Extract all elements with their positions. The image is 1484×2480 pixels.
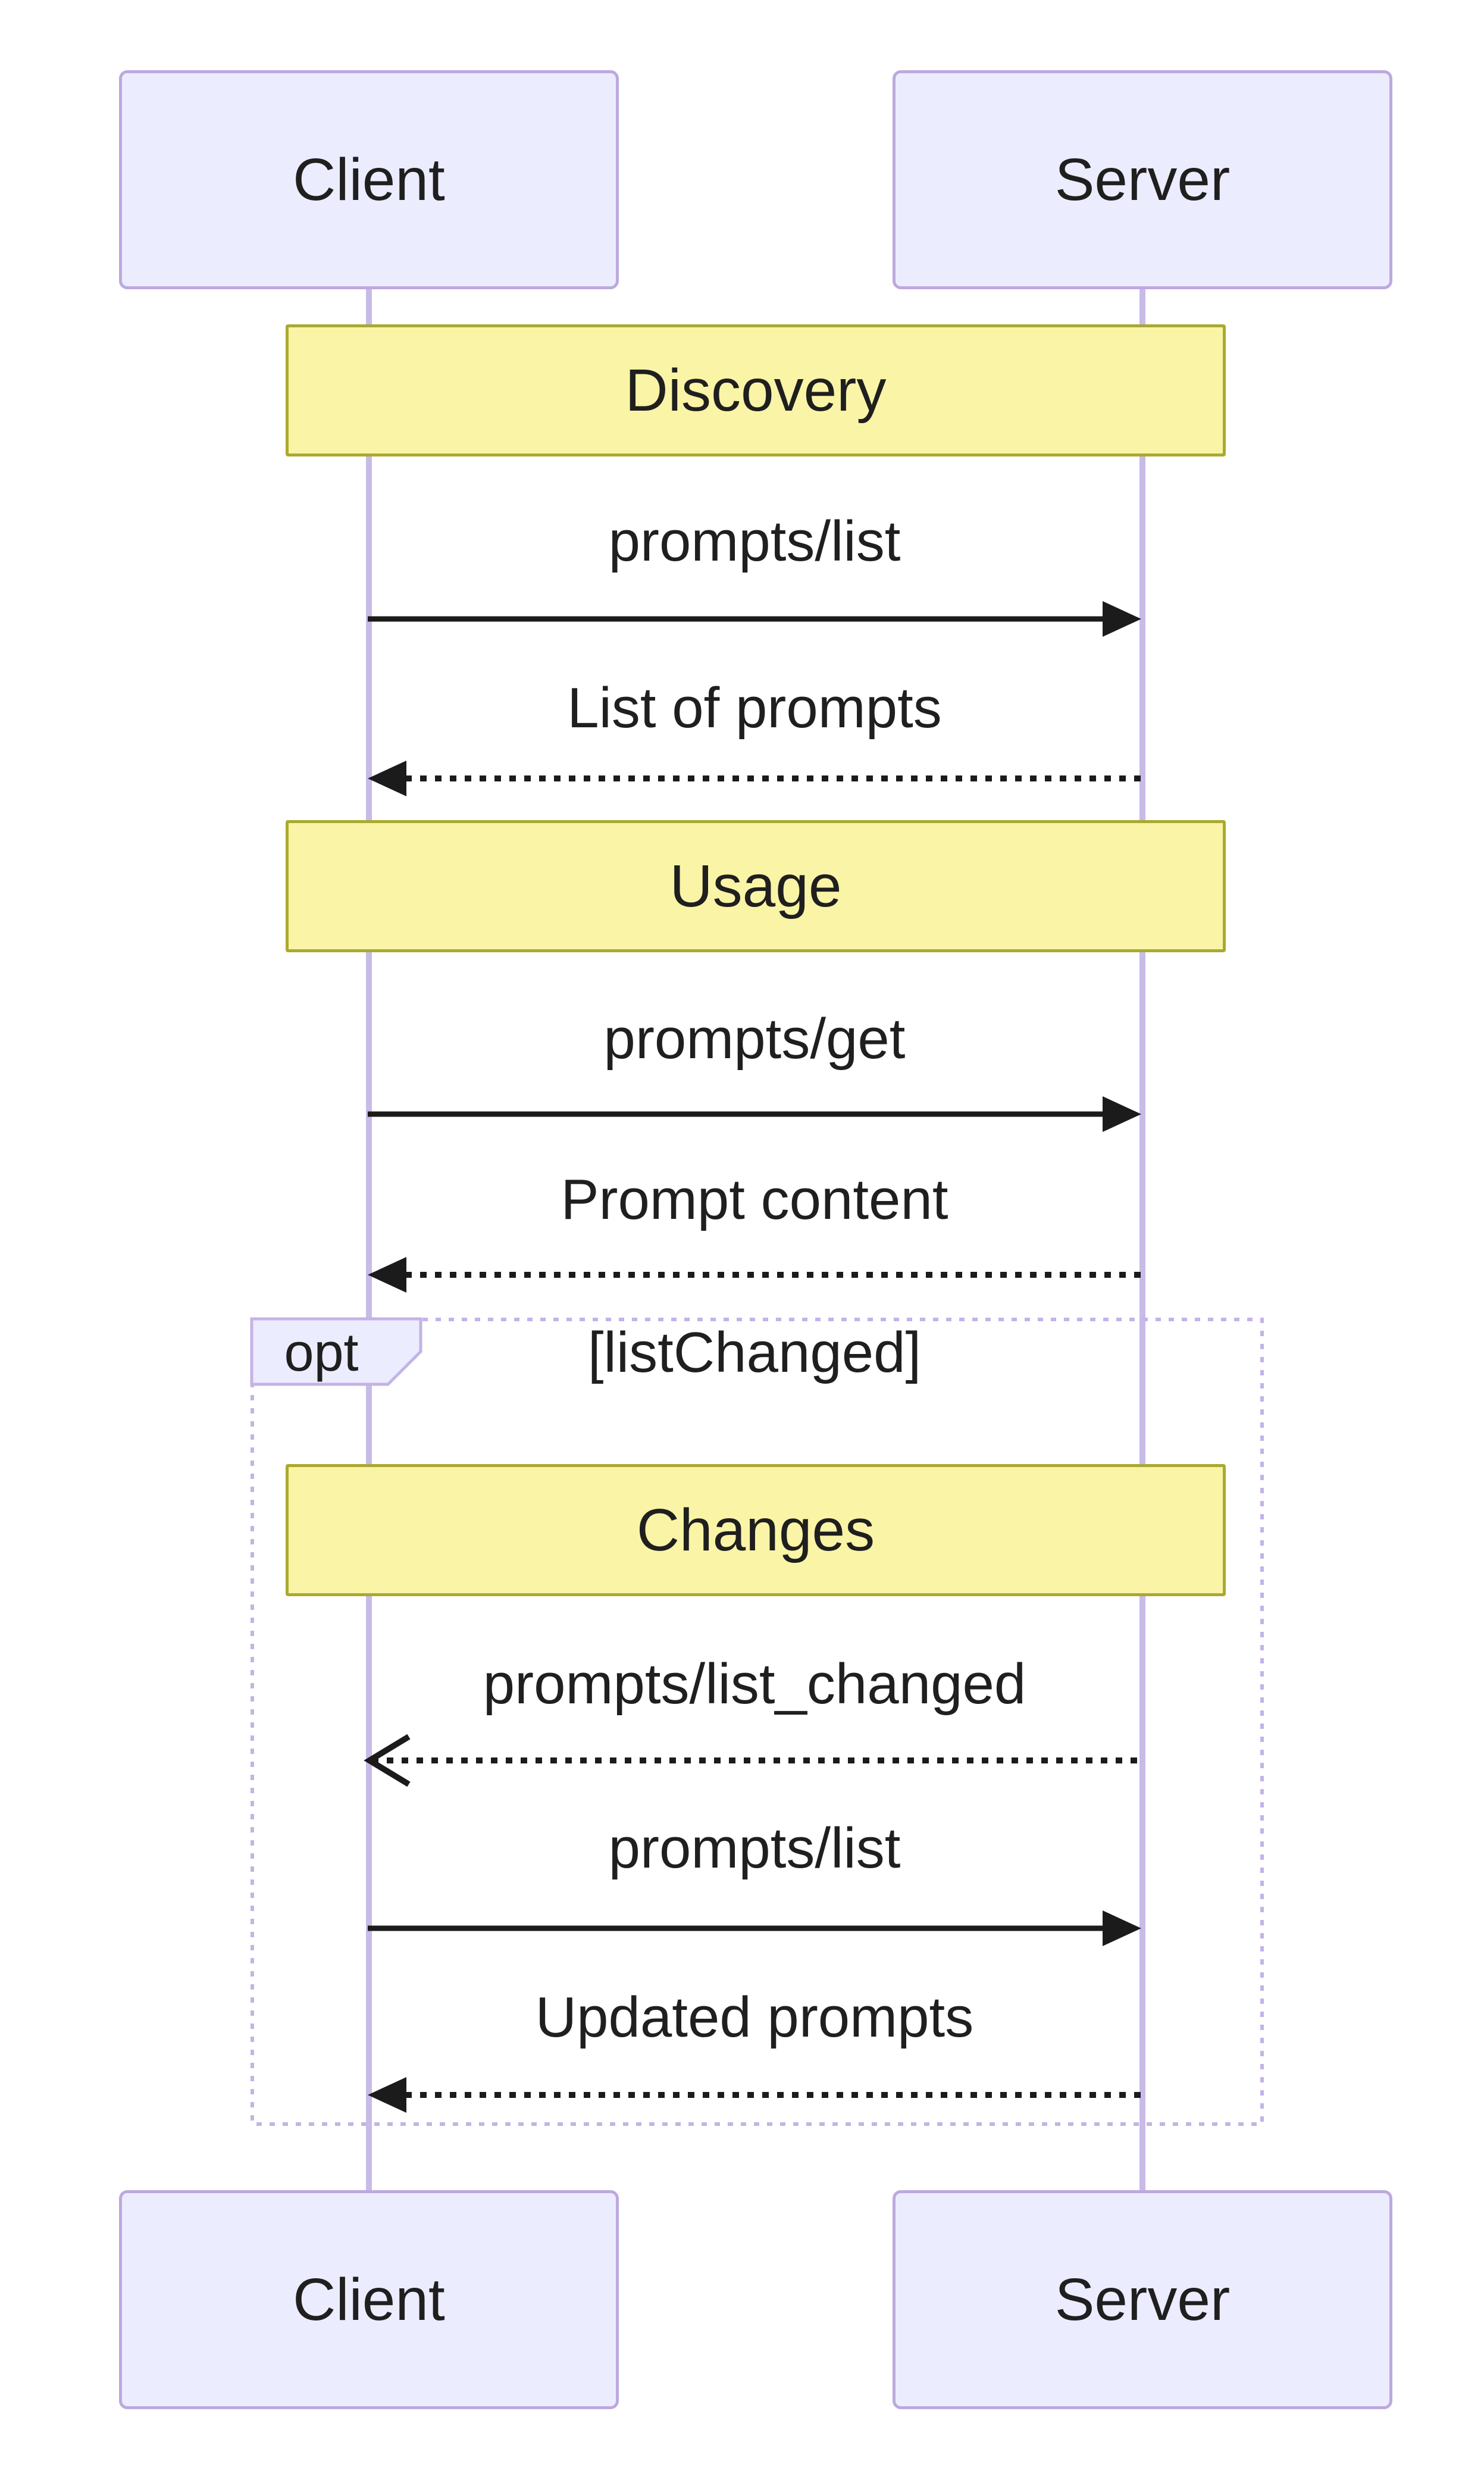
opt-condition: [listChanged] xyxy=(587,1321,922,1384)
opt-keyword: opt xyxy=(284,1323,359,1383)
actor-label: Server xyxy=(1054,2266,1231,2333)
note-label: Changes xyxy=(636,1496,875,1563)
message-label-prompts-list-changed: prompts/list_changed xyxy=(483,1652,1026,1716)
note-changes: Changes xyxy=(286,1464,1226,1596)
message-label-list-of-prompts: List of prompts xyxy=(567,676,942,740)
message-label-prompts-list-2: prompts/list xyxy=(608,1816,901,1880)
message-arrow-solid-right xyxy=(368,1096,1141,1132)
note-label: Discovery xyxy=(625,356,887,424)
opt-label-tab xyxy=(250,1317,422,1386)
message-arrow-dotted-open-left xyxy=(364,1734,1141,1787)
note-usage: Usage xyxy=(286,820,1226,952)
lifeline-server xyxy=(1139,289,1145,2193)
message-arrow-dotted-left xyxy=(368,2077,1141,2113)
message-arrow-dotted-left xyxy=(368,761,1141,796)
message-label-prompts-list-1: prompts/list xyxy=(608,509,901,573)
lifeline-client xyxy=(366,289,372,2193)
message-arrow-dotted-left xyxy=(368,1257,1141,1293)
opt-frame xyxy=(251,1318,1264,2126)
message-label-updated-prompts: Updated prompts xyxy=(535,1985,974,2049)
message-arrow-solid-right xyxy=(368,1910,1141,1946)
note-discovery: Discovery xyxy=(286,324,1226,456)
message-label-prompt-content: Prompt content xyxy=(561,1168,948,1231)
message-arrow-solid-right xyxy=(368,601,1141,637)
actor-label: Client xyxy=(293,146,445,213)
actor-label: Client xyxy=(293,2266,445,2333)
message-label-prompts-get: prompts/get xyxy=(603,1007,906,1071)
actor-label: Server xyxy=(1054,146,1231,213)
actor-top-client: Client xyxy=(119,70,619,289)
note-label: Usage xyxy=(669,852,842,920)
actor-bottom-client: Client xyxy=(119,2190,619,2409)
actor-bottom-server: Server xyxy=(893,2190,1392,2409)
actor-top-server: Server xyxy=(893,70,1392,289)
